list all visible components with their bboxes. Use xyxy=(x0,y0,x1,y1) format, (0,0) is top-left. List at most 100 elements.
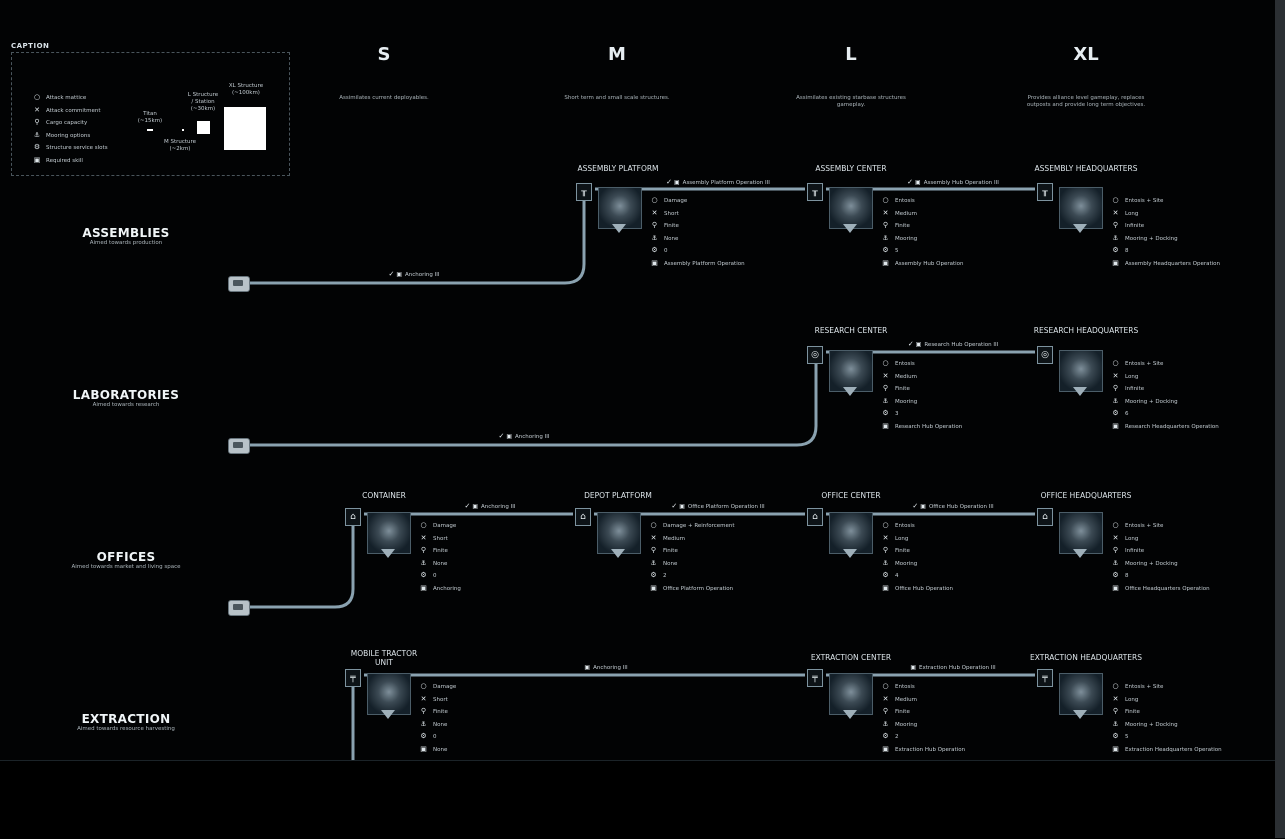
structure-thumbnail[interactable] xyxy=(367,512,411,554)
legend-icon: ○ xyxy=(33,93,41,101)
structure-stats: ○Entosis✕Medium⚲Finite⚓Mooring⚙5▣Assembl… xyxy=(881,194,964,270)
structure-type-icon[interactable]: ╥ xyxy=(576,183,592,201)
stat-value: Mooring xyxy=(895,235,918,242)
gear-icon: ⚙ xyxy=(651,246,658,255)
cargo-icon: ⚲ xyxy=(420,707,427,716)
structure-thumbnail[interactable] xyxy=(829,350,873,392)
stat-value: Entosis + Site xyxy=(1125,684,1164,690)
stat-row: ✕Medium xyxy=(881,207,964,220)
structure-type-icon[interactable]: ╤ xyxy=(807,669,823,687)
stat-row: ⚙2 xyxy=(649,569,735,582)
stat-value: 3 xyxy=(895,411,899,418)
cargo-icon: ⚲ xyxy=(1112,221,1119,230)
scale-titan-label: Titan (~15km) xyxy=(137,111,163,124)
cross-icon: ✕ xyxy=(1112,208,1119,217)
cargo-icon: ⚲ xyxy=(882,546,889,555)
cargo-icon: ⚲ xyxy=(420,546,427,555)
thumbnail-tab xyxy=(843,710,857,719)
book-icon: ▣ xyxy=(420,744,427,753)
edge-label-text: Anchoring III xyxy=(593,665,628,671)
stat-value: Finite xyxy=(895,709,910,716)
structure-type-icon[interactable]: ╤ xyxy=(1037,669,1053,687)
structure-type-icon[interactable]: ⌂ xyxy=(345,508,361,526)
legend-label: Cargo capacity xyxy=(46,120,88,127)
structure-thumbnail[interactable] xyxy=(1059,512,1103,554)
stat-value: Mooring xyxy=(895,721,918,728)
legend-label: Attack mattice xyxy=(46,95,87,101)
book-icon: ▣ xyxy=(679,503,685,510)
cross-icon: ✕ xyxy=(1112,694,1119,703)
category-title: OFFICES xyxy=(96,550,156,564)
structure-thumbnail[interactable] xyxy=(598,187,642,229)
structure-stats: ○Damage✕Short⚲Finite⚓None⚙0▣Assembly Pla… xyxy=(650,194,745,270)
stat-value: Infinite xyxy=(1125,548,1145,555)
structure-stats: ○Entosis✕Medium⚲Finite⚓Mooring⚙2▣Extract… xyxy=(881,680,965,756)
legend-icon: ▣ xyxy=(33,156,41,164)
stat-row: ○Entosis xyxy=(881,519,953,532)
structure-stats: ○Damage✕Short⚲Finite⚓None⚙0▣Anchoring xyxy=(419,519,461,595)
stat-row: ✕Short xyxy=(419,532,461,545)
stat-value: Mooring + Docking xyxy=(1125,560,1178,567)
structure-type-icon[interactable]: ╤ xyxy=(345,669,361,687)
stat-value: Assembly Headquarters Operation xyxy=(1125,260,1221,267)
structure-thumbnail[interactable] xyxy=(367,673,411,715)
deployable-start-node xyxy=(228,438,250,454)
edge-label: ✓▣Anchoring III xyxy=(498,432,549,440)
thumbnail-tab xyxy=(1073,710,1087,719)
structure-thumbnail[interactable] xyxy=(597,512,641,554)
stat-value: None xyxy=(663,560,678,567)
structure-thumbnail[interactable] xyxy=(829,512,873,554)
structure-thumbnail[interactable] xyxy=(1059,187,1103,229)
stat-value: Finite xyxy=(663,548,678,555)
stat-row: ○Damage xyxy=(650,194,745,207)
structure-type-icon[interactable]: ⌂ xyxy=(1037,508,1053,526)
stat-value: 8 xyxy=(1125,573,1129,580)
structure-stats: ○Entosis + Site✕Long⚲Infinite⚓Mooring + … xyxy=(1111,519,1209,595)
stat-value: Mooring + Docking xyxy=(1125,235,1178,242)
scrollbar[interactable] xyxy=(1275,0,1285,838)
stat-value: Entosis xyxy=(895,198,915,204)
structure-name: OFFICE HEADQUARTERS xyxy=(1040,491,1132,500)
legend-item: ○ Attack mattice xyxy=(32,93,86,101)
stat-value: Extraction Headquarters Operation xyxy=(1125,746,1222,753)
stat-row: ▣Extraction Hub Operation xyxy=(881,743,965,756)
stat-row: ✕ Long xyxy=(1111,207,1220,220)
category-title: LABORATORIES xyxy=(72,388,180,402)
caption-title: CAPTION xyxy=(11,42,50,50)
structure-type-icon[interactable]: ╥ xyxy=(807,183,823,201)
structure-name: EXTRACTION HEADQUARTERS xyxy=(1030,653,1142,662)
structure-thumbnail[interactable] xyxy=(1059,350,1103,392)
circle-icon: ○ xyxy=(882,521,889,529)
structure-type-icon[interactable]: ◎ xyxy=(807,346,823,364)
stat-value: Damage xyxy=(433,684,457,690)
book-icon: ▣ xyxy=(420,583,427,592)
book-icon: ▣ xyxy=(650,583,657,592)
structure-type-icon[interactable]: ⌂ xyxy=(807,508,823,526)
structure-name: OFFICE CENTER xyxy=(821,491,881,500)
stat-value: Long xyxy=(1125,535,1139,542)
gear-icon: ⚙ xyxy=(882,571,889,580)
structure-type-icon[interactable]: ⌂ xyxy=(575,508,591,526)
stat-value: None xyxy=(433,721,448,728)
gear-icon: ⚙ xyxy=(420,732,427,741)
category-subtitle: Aimed towards production xyxy=(89,240,163,246)
cross-icon: ✕ xyxy=(1112,371,1119,380)
book-icon: ▣ xyxy=(472,503,479,510)
stat-row: ⚓Mooring xyxy=(881,395,962,408)
edge-label: ✓▣Anchoring III xyxy=(388,270,439,278)
cross-icon: ✕ xyxy=(420,694,427,703)
thumbnail-tab xyxy=(843,549,857,558)
gear-icon: ⚙ xyxy=(1112,246,1119,255)
structure-type-icon[interactable]: ◎ xyxy=(1037,346,1053,364)
structure-type-icon[interactable]: ╥ xyxy=(1037,183,1053,201)
thumbnail-tab xyxy=(611,549,625,558)
check-icon: ✓ xyxy=(666,178,673,186)
stat-value: Entosis + Site xyxy=(1125,361,1164,367)
structure-thumbnail[interactable] xyxy=(829,187,873,229)
stat-row: ⚙0 xyxy=(419,569,461,582)
stat-value: Long xyxy=(1125,210,1139,217)
structure-thumbnail[interactable] xyxy=(1059,673,1103,715)
structure-thumbnail[interactable] xyxy=(829,673,873,715)
edge-label-text: Anchoring III xyxy=(481,504,516,510)
stat-row: ✕Short xyxy=(419,693,456,706)
